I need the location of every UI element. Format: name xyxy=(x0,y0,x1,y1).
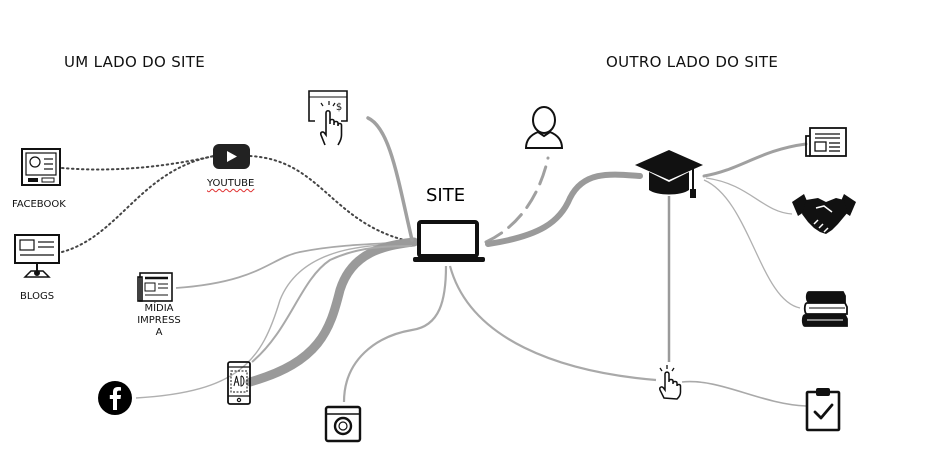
link-ppc-site xyxy=(366,116,414,242)
dotted-link-blogs-youtube xyxy=(61,155,215,253)
svg-text:$: $ xyxy=(336,102,342,113)
dashed-link-user-site xyxy=(484,156,550,244)
youtube-label: YOUTUBE xyxy=(207,178,255,189)
click-hand-icon xyxy=(659,365,682,400)
instagram-icon xyxy=(324,405,362,443)
midia-impressa-line-3: A xyxy=(155,327,163,338)
user-icon xyxy=(524,106,564,149)
facebook-logo-icon xyxy=(98,381,132,415)
clipboard-check-icon xyxy=(805,388,841,432)
link-graduation-handshake xyxy=(705,177,793,215)
dotted-link-youtube-site xyxy=(249,155,405,241)
youtube-icon xyxy=(213,144,250,169)
heading-left: UM LADO DO SITE xyxy=(64,53,205,71)
link-ads-site-thick xyxy=(245,237,419,387)
link-facebook-logo-site xyxy=(135,243,413,399)
mobile-ads-icon xyxy=(227,361,251,405)
midia-impressa-label: MÍDIA IMPRESS A xyxy=(126,303,192,339)
blogs-label: BLOGS xyxy=(20,291,55,302)
pay-per-click-icon: $ xyxy=(308,90,348,146)
link-site-click xyxy=(448,265,657,382)
facebook-label: FACEBOOK xyxy=(12,199,66,210)
newspaper-icon xyxy=(137,272,173,302)
link-graduation-news xyxy=(702,142,808,178)
midia-impressa-line-1: MÍDIA xyxy=(144,303,174,314)
dotted-link-facebook-youtube xyxy=(61,155,215,171)
midia-impressa-line-2: IMPRESS xyxy=(137,315,181,326)
books-icon xyxy=(801,291,848,327)
laptop-icon xyxy=(413,220,485,262)
link-click-clipboard xyxy=(681,380,807,407)
site-title: SITE xyxy=(426,185,466,206)
link-instagram-site xyxy=(342,265,448,403)
link-ads-site-mid xyxy=(251,245,413,363)
link-graduation-books xyxy=(703,179,801,309)
link-media-site xyxy=(175,241,413,289)
link-site-graduation-thick xyxy=(485,171,643,247)
heading-right: OUTRO LADO DO SITE xyxy=(606,53,779,71)
facebook-profile-page-icon xyxy=(21,148,61,186)
connectors xyxy=(61,116,808,407)
blog-monitor-icon xyxy=(14,234,60,278)
graduation-cap-icon xyxy=(635,150,703,198)
news-article-icon xyxy=(805,127,847,157)
handshake-icon xyxy=(792,194,856,234)
